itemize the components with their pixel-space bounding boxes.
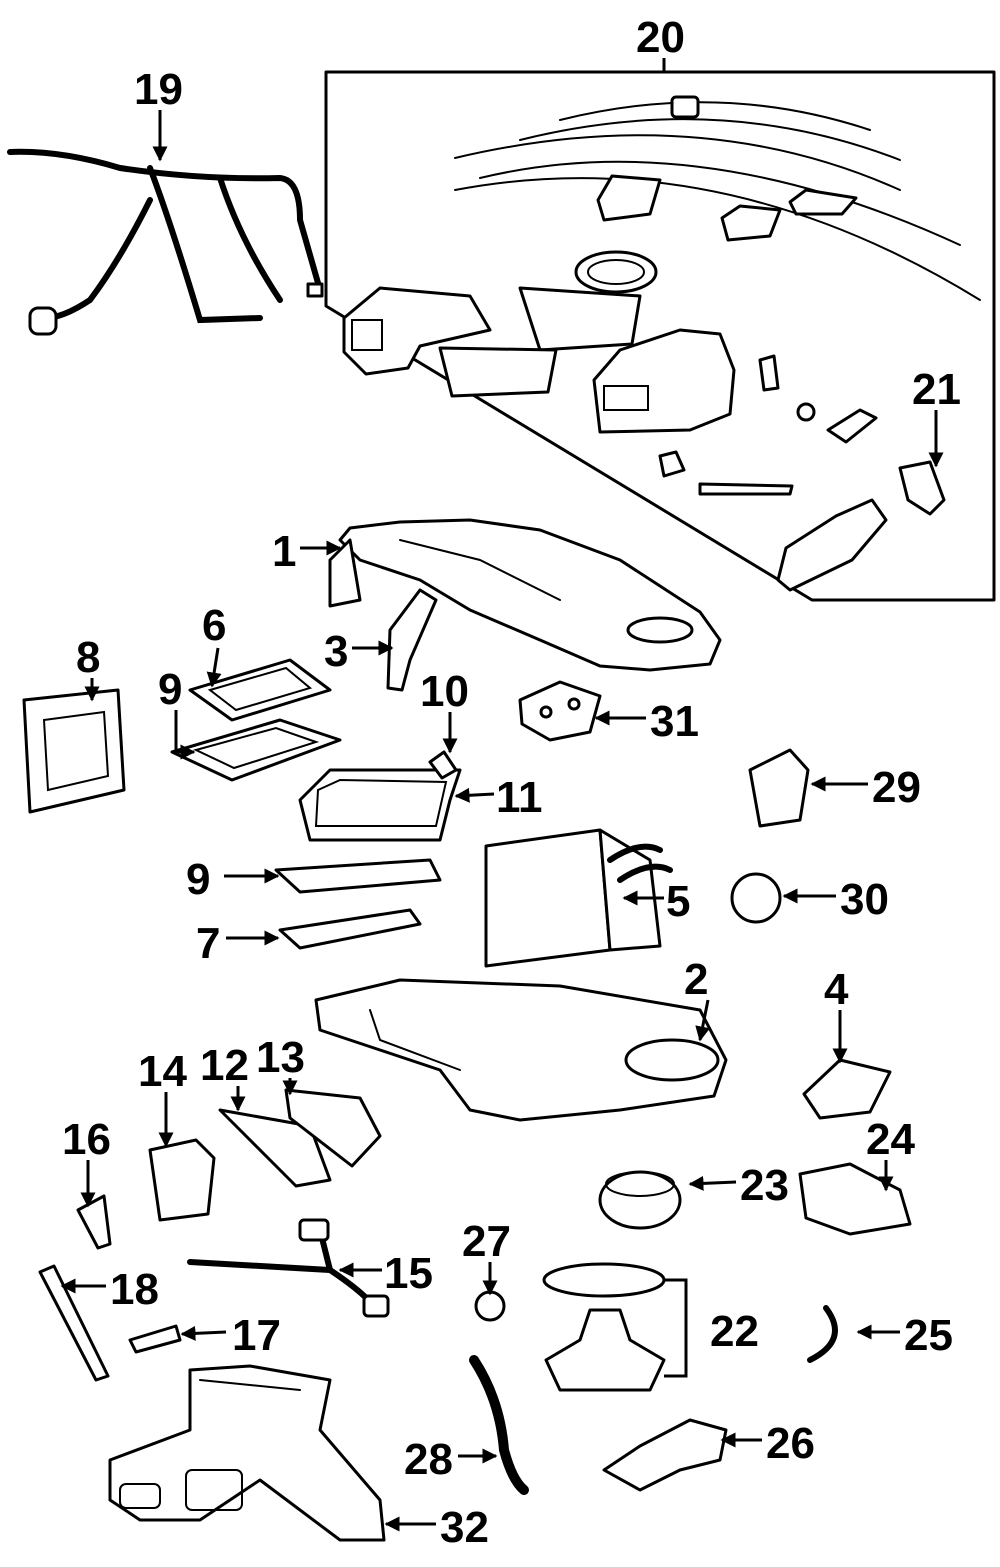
callout-10: 10 (420, 667, 469, 716)
part-2-lower-case (314, 978, 728, 1122)
callout-1: 1 (272, 527, 296, 576)
part-1-upper-case (328, 518, 722, 672)
callout-2: 2 (684, 955, 708, 1004)
part-31-grommet (518, 680, 602, 742)
callout-15: 15 (384, 1249, 433, 1298)
part-22-blower-motor (542, 1262, 688, 1392)
part-18-seal-strip (38, 1264, 110, 1382)
callout-4: 4 (824, 965, 849, 1014)
part-11-heater-core (298, 750, 462, 842)
part-24-resistor (798, 1162, 912, 1236)
part-8-frame (22, 688, 126, 814)
part-14-actuator (148, 1138, 216, 1222)
part-13-door (284, 1088, 382, 1168)
part-28-hose (469, 1355, 529, 1495)
part-16-link (76, 1194, 112, 1250)
callout-32: 32 (440, 1503, 489, 1552)
callout-12: 12 (200, 1041, 249, 1090)
callout-25: 25 (904, 1311, 953, 1360)
callout-23: 23 (740, 1161, 789, 1210)
callout-19: 19 (134, 65, 183, 114)
callout-5: 5 (666, 877, 690, 926)
callout-9-upper: 9 (158, 665, 182, 714)
part-32-duct (108, 1364, 386, 1542)
callout-22: 22 (710, 1307, 759, 1356)
part-3-door (386, 588, 438, 692)
callout-18: 18 (110, 1265, 159, 1314)
callout-17: 17 (232, 1311, 281, 1360)
leader-lines (60, 110, 944, 1532)
callout-27: 27 (462, 1217, 511, 1266)
part-6-seal (188, 658, 332, 722)
part-7-bracket (278, 908, 422, 950)
part-20-instrument-panel-group (324, 58, 996, 602)
callout-29: 29 (872, 763, 921, 812)
callout-8: 8 (76, 633, 100, 682)
callout-30: 30 (840, 875, 889, 924)
callout-20: 20 (636, 13, 685, 62)
callout-24: 24 (866, 1115, 915, 1164)
callout-7: 7 (196, 919, 220, 968)
part-4-bracket (802, 1058, 892, 1120)
part-9-upper-seal (170, 718, 342, 782)
callout-26: 26 (766, 1419, 815, 1468)
callout-6: 6 (202, 601, 226, 650)
callout-14: 14 (138, 1047, 187, 1096)
callout-28: 28 (404, 1435, 453, 1484)
callout-13: 13 (256, 1033, 305, 1082)
part-15-harness (187, 1218, 390, 1318)
part-25-connector (807, 1305, 838, 1363)
part-5-evaporator (484, 828, 673, 968)
part-19-wiring-harness (7, 148, 324, 336)
part-23-blower-wheel (598, 1170, 682, 1230)
callout-16: 16 (62, 1115, 111, 1164)
callout-21: 21 (912, 365, 961, 414)
callout-31: 31 (650, 697, 699, 746)
callout-11: 11 (496, 773, 543, 822)
part-26-duct (602, 1418, 728, 1492)
part-27-clip (474, 1290, 506, 1322)
part-17-bulb (128, 1324, 182, 1354)
callout-9-lower: 9 (186, 855, 210, 904)
part-30-cap (730, 872, 782, 924)
callout-3: 3 (324, 627, 348, 676)
part-9-lower-seal (274, 858, 442, 894)
part-29-sensor (748, 748, 810, 828)
callout-labels: 1 2 3 4 5 6 7 8 9 9 10 11 12 13 14 15 16… (62, 13, 961, 1552)
